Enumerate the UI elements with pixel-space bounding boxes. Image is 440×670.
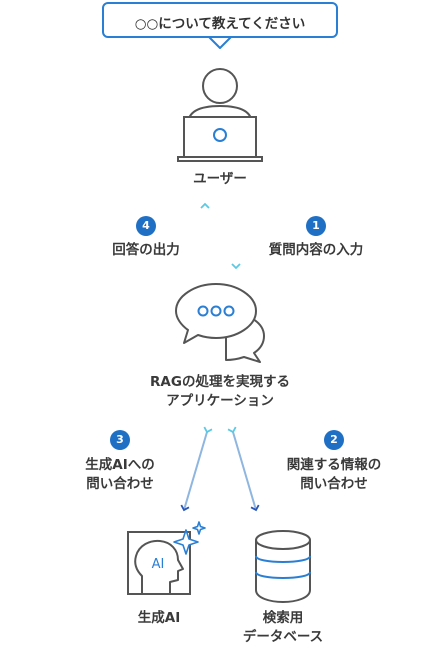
arrow-db-query <box>227 426 260 512</box>
svg-text:AI: AI <box>152 557 165 572</box>
sparkle-icon <box>173 521 206 555</box>
database-icon <box>255 530 311 604</box>
step-2-label-line2: 問い合わせ <box>300 476 368 492</box>
step-4-label: 回答の出力 <box>112 242 180 258</box>
search-db-label-line2: データベース <box>242 629 324 645</box>
step-3-label-line1: 生成AIへの <box>85 457 155 473</box>
step-3-label-line2: 問い合わせ <box>86 476 154 492</box>
step-1-label: 質問内容の入力 <box>268 242 364 258</box>
bubble-tail <box>207 35 233 49</box>
user-laptop-icon <box>177 68 263 162</box>
step-4-badge: 4 <box>136 216 156 236</box>
database-stripes <box>255 555 311 579</box>
question-bubble: ○○について教えてください <box>102 2 338 38</box>
step-1-badge: 1 <box>306 216 326 236</box>
question-text: ○○について教えてください <box>134 16 306 32</box>
typing-dots <box>197 305 235 317</box>
chat-bubbles-icon <box>175 283 265 363</box>
step-2-label-line1: 関連する情報の <box>286 457 382 473</box>
generative-ai-label: 生成AI <box>137 610 181 626</box>
app-label-line2: アプリケーション <box>166 393 274 409</box>
step-2-badge: 2 <box>324 430 344 450</box>
arrow-ai-query <box>180 426 213 512</box>
search-db-label-line1: 検索用 <box>262 610 304 626</box>
ai-head-icon: AI <box>127 531 191 595</box>
user-label: ユーザー <box>193 171 247 187</box>
step-3-badge: 3 <box>110 430 130 450</box>
app-label-line1: RAGの処理を実現する <box>150 374 290 390</box>
